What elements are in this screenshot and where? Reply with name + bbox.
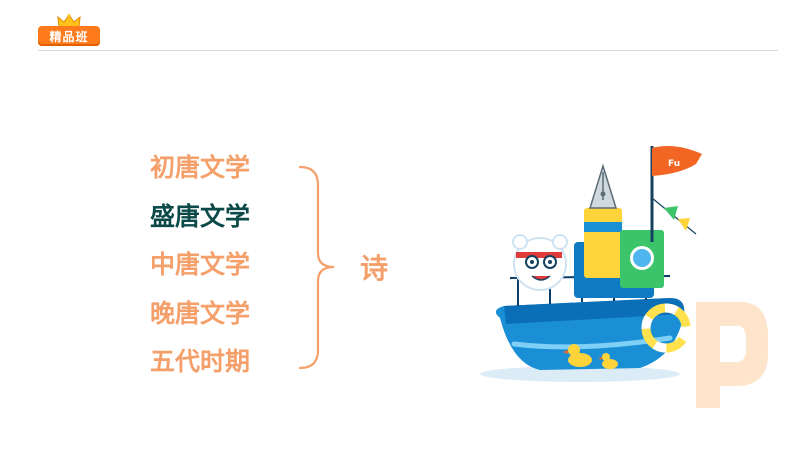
crown-icon (57, 14, 81, 28)
header-divider (38, 50, 778, 51)
boat-illustration: Fu (480, 146, 702, 382)
topic-item-five-dynasties: 五代时期 (150, 347, 251, 376)
flag-mark: Fu (668, 159, 680, 169)
result-label: 诗 (360, 252, 389, 285)
brand-badge: 精品班 (38, 14, 100, 46)
topic-item-early-tang: 初唐文学 (150, 153, 251, 182)
corner-decoration (696, 302, 768, 408)
curly-brace-icon (298, 165, 335, 370)
badge-label: 精品班 (49, 29, 89, 44)
topic-item-mid-tang: 中唐文学 (150, 250, 251, 279)
badge-plate: 精品班 (38, 26, 100, 46)
topic-item-late-tang: 晚唐文学 (150, 298, 251, 328)
topic-item-high-tang: 盛唐文学 (150, 201, 251, 231)
topic-list: 初唐文学 盛唐文学 中唐文学 晚唐文学 五代时期 (150, 148, 290, 391)
